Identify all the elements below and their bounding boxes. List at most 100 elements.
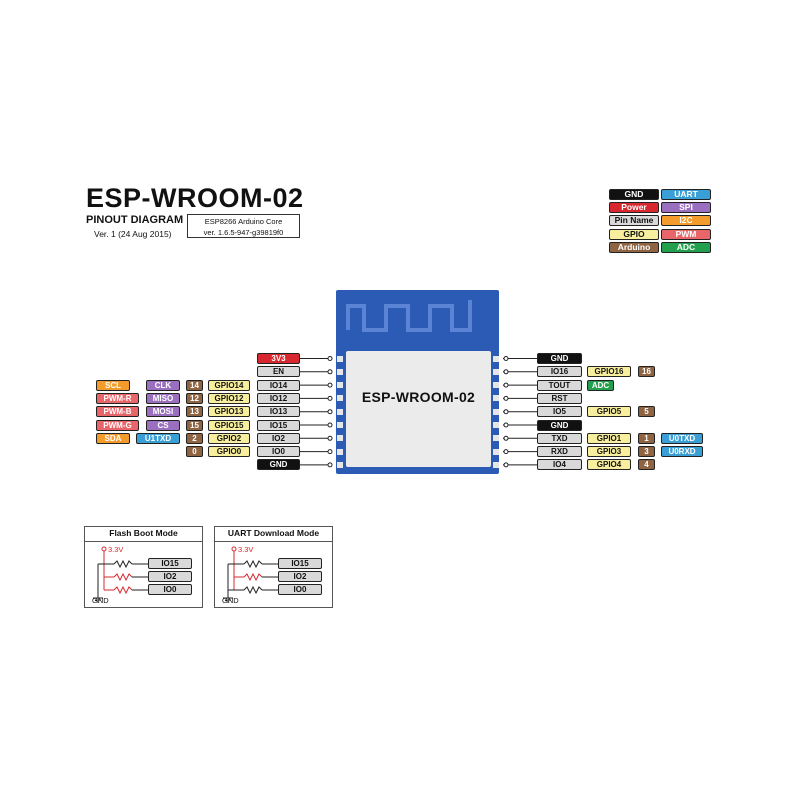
- left-pin-3-arduino: 12: [186, 392, 203, 404]
- boot-schematic: [93, 546, 148, 603]
- right-pin-2-adc: ADC: [587, 379, 614, 391]
- right-pin-0-gnd: GND: [537, 353, 582, 364]
- right-pin-7-arduino: 3: [638, 446, 655, 458]
- left-pin-6-uart: U1TXD: [136, 432, 180, 444]
- left-pin-6-name: IO2: [257, 432, 300, 444]
- right-pin-5-gnd: GND: [537, 419, 582, 431]
- module-shield: [346, 351, 491, 467]
- right-pin-1-arduino: 16: [638, 366, 655, 378]
- left-pin-dot-2: [327, 382, 333, 388]
- left-pin-3-gpio: GPIO12: [208, 392, 250, 404]
- left-pin-2-gpio: GPIO14: [208, 379, 250, 391]
- legend-uart: UART: [661, 189, 711, 200]
- boot-pin-io15: IO15: [148, 558, 192, 569]
- left-pad-4: [337, 408, 343, 415]
- right-pad-6: [493, 435, 499, 442]
- left-pin-dot-8: [327, 462, 333, 468]
- boot-pin-io2: IO2: [278, 571, 322, 582]
- left-pin-dot-4: [327, 409, 333, 415]
- right-pin-6-arduino: 1: [638, 432, 655, 444]
- legend-gnd: GND: [609, 189, 659, 200]
- left-pin-2-i2c: SCL: [96, 379, 130, 391]
- core-version: ver. 1.6.5-947-g39819f0: [203, 228, 284, 237]
- right-pin-dot-5: [503, 422, 509, 428]
- legend-arduino: Arduino: [609, 241, 659, 253]
- legend-adc: ADC: [661, 241, 711, 253]
- right-pin-1-gpio: GPIO16: [587, 366, 631, 378]
- right-pin-7-gpio: GPIO3: [587, 446, 631, 458]
- boot-pin-io0: IO0: [148, 584, 192, 595]
- right-pin-dot-4: [503, 409, 509, 415]
- right-pin-8-arduino: 4: [638, 459, 655, 471]
- left-pin-3-spi: MISO: [146, 392, 180, 404]
- left-pin-6-i2c: SDA: [96, 432, 130, 444]
- legend-power: Power: [609, 202, 659, 214]
- right-pin-2-name: TOUT: [537, 379, 582, 391]
- right-pin-dot-1: [503, 369, 509, 375]
- left-pad-3: [337, 395, 343, 402]
- left-pin-1-name: EN: [257, 366, 300, 378]
- right-pin-dot-8: [503, 462, 509, 468]
- right-pin-3-name: RST: [537, 392, 582, 404]
- module-label: ESP-WROOM-02: [361, 389, 476, 405]
- left-pin-dot-1: [327, 369, 333, 375]
- right-pin-dot-6: [503, 435, 509, 441]
- right-pad-3: [493, 395, 499, 402]
- vcc-terminal: [101, 546, 107, 552]
- left-pin-7-arduino: 0: [186, 446, 203, 458]
- page-title: ESP-WROOM-02: [86, 183, 304, 213]
- left-pin-dot-7: [327, 449, 333, 455]
- left-pin-8-gnd: GND: [257, 459, 300, 471]
- right-pad-8: [493, 461, 499, 468]
- right-pin-7-uart: U0RXD: [661, 446, 703, 458]
- right-pad-2: [493, 382, 499, 389]
- right-pin-4-name: IO5: [537, 406, 582, 418]
- left-pin-dot-0: [327, 356, 333, 361]
- right-pin-8-name: IO4: [537, 459, 582, 471]
- left-pin-6-arduino: 2: [186, 432, 203, 444]
- version-label: Ver. 1 (24 Aug 2015): [94, 229, 172, 239]
- right-pad-1: [493, 368, 499, 375]
- right-pin-dot-2: [503, 382, 509, 388]
- left-pin-7-gpio: GPIO0: [208, 446, 250, 458]
- diagram-subtitle: PINOUT DIAGRAM: [86, 214, 184, 226]
- boot-pin-io0: IO0: [278, 584, 322, 595]
- left-pad-7: [337, 448, 343, 455]
- legend-i2c: I2C: [661, 215, 711, 227]
- left-pin-dot-3: [327, 395, 333, 401]
- resistor-symbol: [113, 585, 133, 595]
- right-pin-4-gpio: GPIO5: [587, 406, 631, 418]
- left-pin-2-name: IO14: [257, 379, 300, 391]
- left-pin-4-arduino: 13: [186, 406, 203, 418]
- boot-pin-io2: IO2: [148, 571, 192, 582]
- left-pin-4-gpio: GPIO13: [208, 406, 250, 418]
- right-pad-4: [493, 408, 499, 415]
- boot-pin-io15: IO15: [278, 558, 322, 569]
- left-pin-4-spi: MOSI: [146, 406, 180, 418]
- right-pin-1-name: IO16: [537, 366, 582, 378]
- legend-pwm: PWM: [661, 228, 711, 240]
- boot-mode-box-1: UART Download Mode: [214, 526, 333, 608]
- right-pin-6-gpio: GPIO1: [587, 432, 631, 444]
- left-pin-dot-6: [327, 435, 333, 441]
- right-pin-4-arduino: 5: [638, 406, 655, 418]
- legend-pin-name: Pin Name: [609, 215, 659, 227]
- right-pin-7-name: RXD: [537, 446, 582, 458]
- left-pin-6-gpio: GPIO2: [208, 432, 250, 444]
- right-pin-dot-3: [503, 395, 509, 401]
- left-pad-6: [337, 435, 343, 442]
- left-pin-4-name: IO13: [257, 406, 300, 418]
- vcc-terminal: [231, 546, 237, 552]
- resistor-symbol: [243, 559, 263, 569]
- vcc-label: 3.3V: [108, 545, 124, 554]
- left-pin-3-name: IO12: [257, 392, 300, 404]
- boot-mode-title: Flash Boot Mode: [85, 527, 202, 542]
- boot-mode-title: UART Download Mode: [215, 527, 332, 542]
- left-pin-5-spi: CS: [146, 419, 180, 431]
- boot-mode-box-0: Flash Boot Mode: [84, 526, 203, 608]
- left-pin-2-spi: CLK: [146, 379, 180, 391]
- boot-schematic: [223, 546, 278, 603]
- left-pin-0-power: 3V3: [257, 353, 300, 364]
- right-pad-7: [493, 448, 499, 455]
